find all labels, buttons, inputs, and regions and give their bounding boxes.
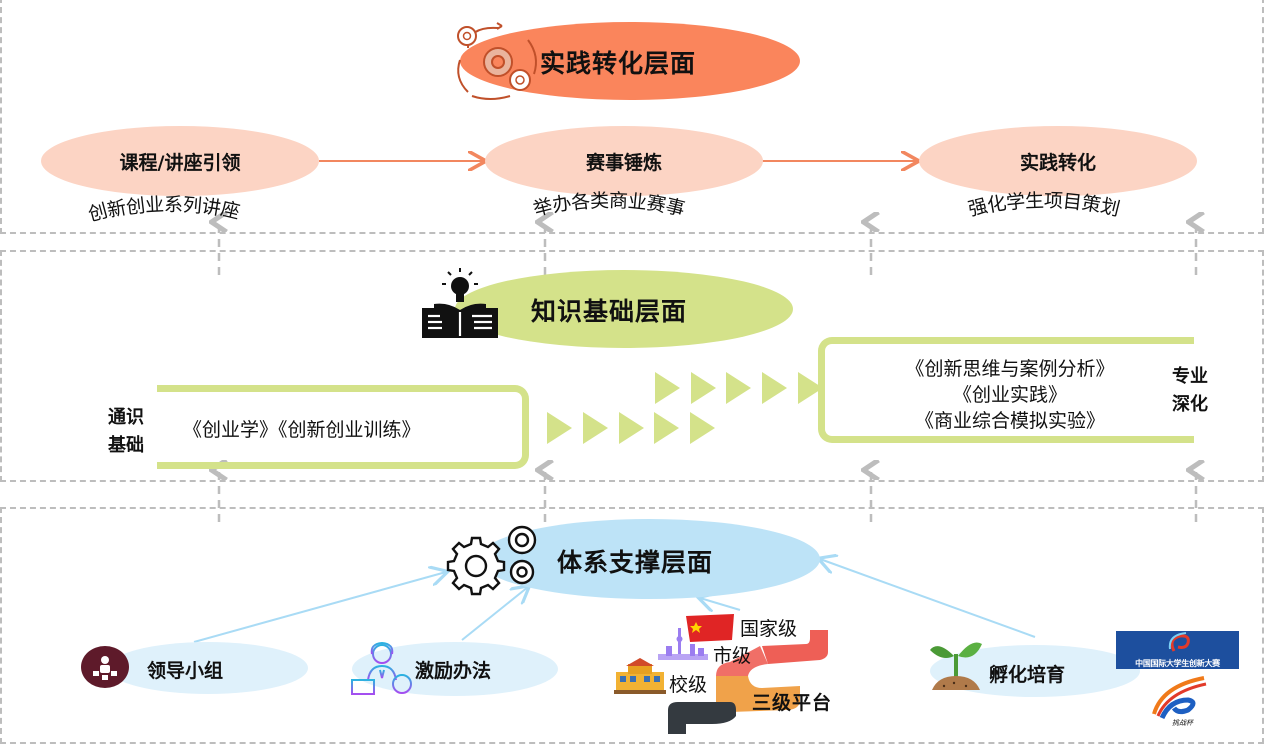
support-layer-title-ellipse <box>478 519 820 599</box>
support-arrow <box>461 587 528 641</box>
innovation-competition-logo: 中国国际大学生创新大赛 <box>1116 631 1239 669</box>
subtitle-char: 商 <box>608 189 629 213</box>
general-label-line2: 基础 <box>108 435 144 456</box>
school-building-icon <box>614 658 666 694</box>
ribbon-school <box>716 676 800 712</box>
book-lightbulb-icon <box>422 268 498 338</box>
advanced-study-bracket <box>818 337 1194 443</box>
gears-icon <box>446 525 537 596</box>
advanced-courses: 《创新思维与案例分析》 《创业实践》 《商业综合模拟实验》 <box>860 356 1160 434</box>
support-item-label: 孵化培育 <box>989 664 1066 686</box>
chevron-triangle <box>655 372 680 404</box>
gear-cycle-icon <box>457 22 537 100</box>
step-subtitle: 强化学生项目策划 <box>966 186 1122 221</box>
challenge-cup-logo: 挑战杯 <box>1148 674 1212 730</box>
knowledge-layer-title: 知识基础层面 <box>531 297 688 326</box>
subtitle-char: 生 <box>1024 189 1045 213</box>
platform-title: 三级平台 <box>752 692 833 714</box>
support-layer-title: 体系支撑层面 <box>557 548 714 577</box>
chevron-triangle <box>583 412 608 444</box>
subtitle-char: 系 <box>163 193 184 217</box>
chevron-triangle <box>547 412 572 444</box>
subtitle-char: 学 <box>1005 190 1027 215</box>
support-arrow <box>700 598 741 610</box>
chevron-triangle <box>762 372 787 404</box>
support-arrow <box>193 572 446 643</box>
general-education-bracket <box>157 385 529 469</box>
general-education-label: 通识 基础 <box>108 404 144 460</box>
city-skyline-icon <box>658 628 708 660</box>
ribbon-national <box>762 630 828 664</box>
platform-level-national: 国家级 <box>740 618 798 640</box>
step-title: 赛事锤炼 <box>585 151 662 174</box>
chevron-triangle <box>726 372 751 404</box>
support-item-label: 领导小组 <box>147 660 224 682</box>
leadership-group-icon <box>81 646 129 688</box>
advanced-label-line2: 深化 <box>1172 394 1208 415</box>
advanced-course: 《创业实践》 <box>952 384 1067 406</box>
support-item-leadership <box>108 642 308 694</box>
advanced-label-line1: 专业 <box>1172 366 1208 387</box>
step-title: 课程/讲座引领 <box>119 151 241 174</box>
support-arrow <box>820 559 1036 638</box>
step-practice: 实践转化 <box>919 126 1197 196</box>
platform-level-city: 市级 <box>713 645 752 667</box>
step-subtitle: 举办各类商业赛事 <box>531 186 687 221</box>
ribbon-base <box>668 702 736 734</box>
step-competition: 赛事锤炼 <box>485 126 763 196</box>
subtitle-char: 各 <box>570 190 592 215</box>
practice-layer-frame <box>0 0 1264 234</box>
progress-chevrons <box>547 372 823 444</box>
knowledge-layer-title-ellipse <box>455 270 793 348</box>
step-subtitle: 创新创业系列讲座 <box>86 189 242 226</box>
support-item-incentive <box>352 642 558 696</box>
advanced-study-label: 专业 深化 <box>1172 363 1208 419</box>
general-label-line1: 通识 <box>108 407 144 428</box>
support-item-label: 激励办法 <box>415 660 492 682</box>
chevron-triangle <box>798 372 823 404</box>
china-flag-icon <box>686 614 734 642</box>
knowledge-layer-frame <box>0 250 1264 482</box>
advanced-course: 《创新思维与案例分析》 <box>905 358 1115 380</box>
step-course-lecture: 课程/讲座引领 <box>41 126 319 196</box>
incentive-icon <box>351 641 412 695</box>
subtitle-char: 业 <box>144 193 165 217</box>
general-education-courses: 《创业学》《创新创业训练》 <box>183 419 421 441</box>
chevron-triangle <box>654 412 679 444</box>
subtitle-char: 项 <box>1043 189 1064 213</box>
practice-layer-title: 实践转化层面 <box>540 49 697 78</box>
subtitle-char: 类 <box>589 189 610 213</box>
chevron-triangle <box>691 372 716 404</box>
chevron-triangle <box>690 412 715 444</box>
subtitle-char: 创 <box>124 194 147 219</box>
chevron-triangle <box>619 412 644 444</box>
advanced-course: 《商业综合模拟实验》 <box>914 410 1105 432</box>
platform-level-school: 校级 <box>669 674 708 696</box>
platform-ribbon-graphic <box>614 614 828 734</box>
sprout-icon <box>930 642 982 690</box>
logo-text: 中国国际大学生创新大赛 <box>1135 659 1220 668</box>
step-title: 实践转化 <box>1019 151 1096 174</box>
logo-text: 挑战杯 <box>1172 719 1193 727</box>
